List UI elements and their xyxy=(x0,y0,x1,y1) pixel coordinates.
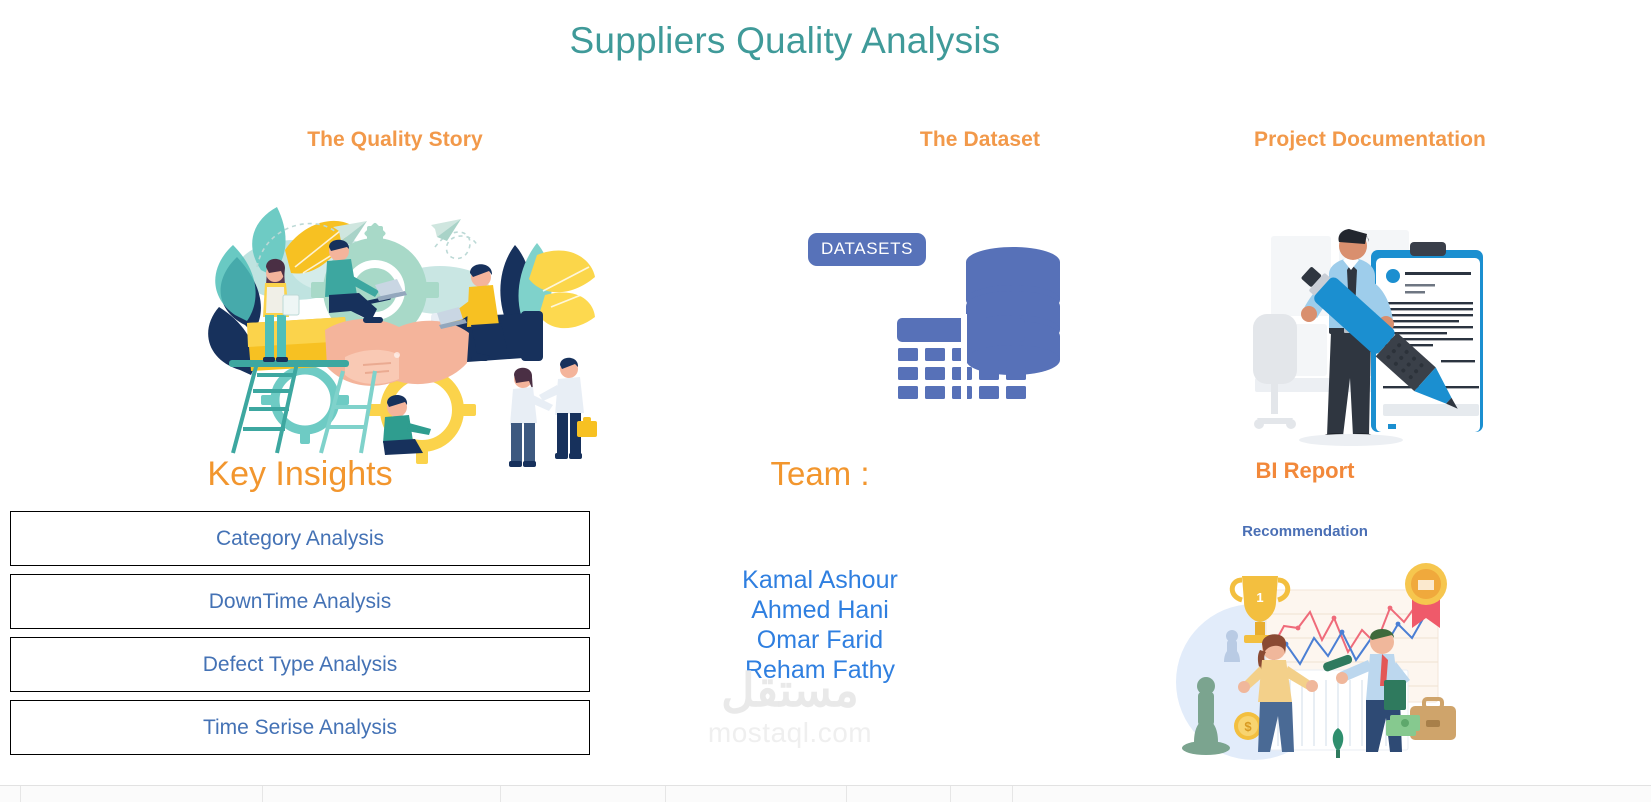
team-member: Reham Fathy xyxy=(744,656,896,684)
insight-button-downtime-analysis[interactable]: DownTime Analysis xyxy=(10,574,590,629)
svg-text:1: 1 xyxy=(1256,590,1263,605)
svg-text:$: $ xyxy=(1244,719,1252,734)
bottom-strip-tick xyxy=(20,786,21,802)
recommendation-title: Recommendation xyxy=(1242,523,1368,540)
quality-story-illustration xyxy=(185,195,605,467)
bottom-strip-tick xyxy=(1012,786,1013,802)
page-title: Suppliers Quality Analysis xyxy=(569,20,1001,61)
recommendation-illustration: 1 xyxy=(1158,552,1458,760)
key-insights-button-list: Category Analysis DownTime Analysis Defe… xyxy=(10,511,590,763)
team-title: Team : xyxy=(770,455,870,492)
team-member: Kamal Ashour xyxy=(742,566,898,594)
documentation-illustration xyxy=(1243,228,1498,446)
insight-button-time-serise-analysis[interactable]: Time Serise Analysis xyxy=(10,700,590,755)
bottom-strip xyxy=(0,785,1651,802)
section-heading-dataset: The Dataset xyxy=(919,128,1041,151)
bi-report-title: BI Report xyxy=(1255,458,1355,483)
section-heading-documentation: Project Documentation xyxy=(1254,128,1486,151)
section-heading-quality-story: The Quality Story xyxy=(307,128,483,151)
team-member-list: Kamal Ashour Ahmed Hani Omar Farid Reham… xyxy=(670,565,970,685)
watermark-latin-text: mostaql.com xyxy=(707,717,873,748)
database-table-icon xyxy=(895,240,1075,410)
insight-button-defect-type-analysis[interactable]: Defect Type Analysis xyxy=(10,637,590,692)
bottom-strip-tick xyxy=(262,786,263,802)
datasets-badge: DATASETS xyxy=(808,233,927,266)
bottom-strip-tick xyxy=(846,786,847,802)
insight-button-category-analysis[interactable]: Category Analysis xyxy=(10,511,590,566)
bottom-strip-tick xyxy=(665,786,666,802)
team-member: Ahmed Hani xyxy=(751,596,889,624)
bottom-strip-tick xyxy=(500,786,501,802)
key-insights-title: Key Insights xyxy=(207,455,393,493)
bottom-strip-tick xyxy=(950,786,951,802)
team-member: Omar Farid xyxy=(756,626,884,654)
